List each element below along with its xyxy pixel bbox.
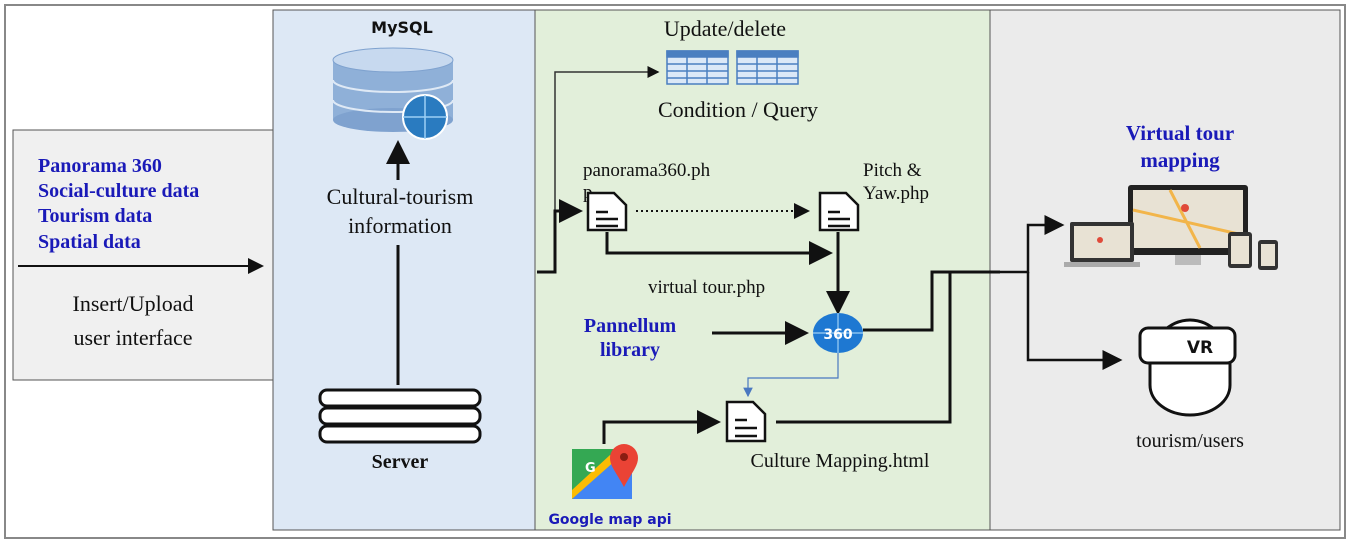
ui-label-1: Insert/Upload [73, 291, 194, 316]
server-icon [318, 388, 482, 444]
line-mapping-to-output [776, 272, 952, 424]
database-icon [332, 47, 454, 140]
google-g-letter: G [585, 461, 596, 476]
arrow-to-vr [1026, 272, 1123, 370]
input-panorama: Panorama 360 [38, 155, 162, 177]
server-label: Server [372, 451, 429, 473]
globe-360-icon: 360 [813, 313, 863, 353]
virtual-tour-mapping-label-1: Virtual tour [1126, 121, 1234, 145]
info-label-2: information [348, 213, 452, 238]
update-delete-label: Update/delete [664, 16, 786, 41]
virtual-tour-mapping-label-2: mapping [1140, 148, 1220, 172]
devices-map-icon [1064, 185, 1278, 270]
panorama-file-icon [586, 191, 628, 232]
table-icon [666, 50, 799, 85]
condition-query-label: Condition / Query [658, 97, 818, 122]
pitch-yaw-label-1: Pitch & [863, 160, 922, 181]
ui-label-2: user interface [73, 325, 192, 350]
info-label-1: Cultural-tourism [327, 184, 474, 209]
mapping-file-icon [725, 400, 767, 443]
arrow-to-devices [990, 215, 1065, 274]
pitch-yaw-label-2: Yaw.php [863, 183, 929, 204]
input-panel [12, 129, 274, 381]
logic-panel [534, 9, 991, 531]
arrow-panorama-to-tour [605, 232, 833, 265]
pannellum-label-1: Pannellum [584, 315, 677, 337]
arrow-360-to-mapping [743, 353, 839, 398]
arrow-to-panorama [537, 199, 583, 274]
vr-headset-user-icon: VR [1138, 318, 1237, 417]
tourism-users-label: tourism/users [1136, 430, 1244, 452]
pitch-file-icon [818, 191, 860, 232]
arrow-google-to-mapping [602, 410, 721, 444]
badge-360: 360 [823, 327, 852, 343]
line-360-to-output [863, 270, 1000, 332]
mysql-title: MySQL [371, 18, 433, 37]
output-panel [989, 9, 1341, 531]
google-maps-icon: G [572, 444, 638, 499]
vr-label: VR [1187, 338, 1213, 358]
pannellum-label-2: library [600, 339, 660, 361]
culture-mapping-label: Culture Mapping.html [751, 450, 930, 472]
input-tourism: Tourism data [38, 205, 152, 227]
panorama-file-label-1: panorama360.ph [583, 160, 711, 181]
virtual-tour-label: virtual tour.php [648, 277, 765, 298]
input-spatial: Spatial data [38, 231, 141, 253]
google-map-api-label: Google map api [548, 512, 671, 528]
input-social-culture: Social-culture data [38, 180, 199, 202]
